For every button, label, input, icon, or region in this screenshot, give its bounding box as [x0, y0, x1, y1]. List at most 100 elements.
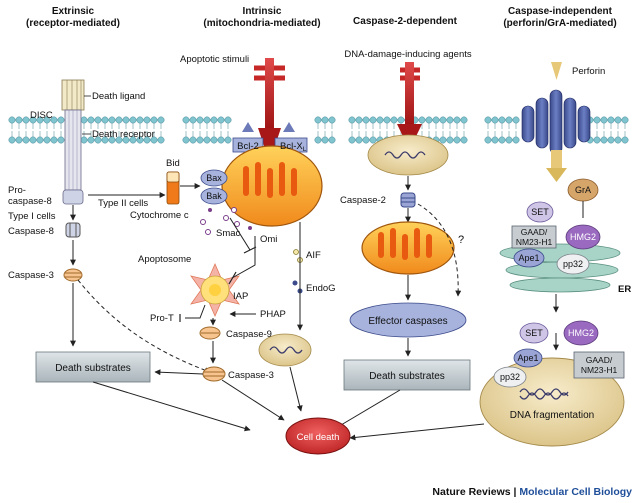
lipid-head	[600, 136, 608, 144]
caspase2-title: Caspase-2-dependent	[353, 16, 458, 27]
endog-label: EndoG	[306, 283, 336, 294]
lipid-head	[439, 116, 447, 124]
lipid-head	[484, 136, 492, 144]
bclx-label: Bcl-XL	[280, 141, 307, 153]
set-label-1: SET	[531, 207, 549, 217]
lipid-head	[122, 116, 130, 124]
lipid-head	[425, 116, 433, 124]
death-substrates-label-1: Death substrates	[55, 363, 131, 374]
cell-death-label: Cell death	[297, 432, 340, 443]
set-label-2: SET	[525, 328, 543, 338]
question-mark-label: ?	[458, 234, 464, 246]
lipid-head	[101, 116, 109, 124]
lipid-head	[129, 116, 137, 124]
disc-label: DISC	[30, 110, 53, 121]
lipid-head	[8, 136, 16, 144]
lipid-head	[369, 116, 377, 124]
bid-label: Bid	[166, 158, 180, 169]
bax-label: Bax	[206, 173, 222, 183]
gaad-label-1b: NM23-H1	[516, 237, 553, 247]
type1-cells-label: Type I cells	[8, 211, 56, 222]
lipid-head	[115, 116, 123, 124]
er-label: ER	[618, 284, 631, 295]
type2-cells-label: Type II cells	[98, 198, 148, 209]
cytochrome-c-label: Cytochrome c	[130, 210, 189, 221]
lipid-head	[369, 136, 377, 144]
lipid-head	[348, 136, 356, 144]
bak-label: Bak	[206, 191, 222, 201]
lipid-head	[196, 136, 204, 144]
lipid-head	[43, 136, 51, 144]
lipid-head	[512, 116, 520, 124]
plasma-membranes	[8, 116, 629, 144]
lipid-head	[210, 116, 218, 124]
lipid-head	[189, 116, 197, 124]
phap-label: PHAP	[260, 309, 286, 320]
dna-fragmentation-label: DNA fragmentation	[510, 410, 595, 421]
lipid-head	[150, 116, 158, 124]
procaspase8-label-1: Pro-	[8, 185, 26, 196]
caspase3-label-extrinsic: Caspase-3	[8, 270, 54, 281]
extrinsic-title: Extrinsic	[52, 6, 95, 17]
lipid-head	[328, 116, 336, 124]
death-receptor-label: Death receptor	[92, 129, 155, 140]
cell-death-node	[285, 417, 351, 455]
lipid-head	[22, 116, 30, 124]
lipid-head	[328, 136, 336, 144]
intrinsic-pathway	[154, 58, 323, 421]
lipid-head	[224, 116, 232, 124]
hmg2-label-1: HMG2	[570, 232, 596, 242]
death-ligand-label: Death ligand	[92, 91, 145, 102]
ape1-label-1: Ape1	[518, 253, 539, 263]
effector-caspases-label: Effector caspases	[368, 316, 447, 327]
lipid-head	[87, 116, 95, 124]
lipid-head	[29, 136, 37, 144]
lipid-head	[15, 116, 23, 124]
lipid-head	[607, 116, 615, 124]
lipid-head	[614, 136, 622, 144]
lipid-head	[80, 136, 88, 144]
caspase-independent-pathway	[349, 62, 625, 447]
apoptotic-stimuli-label: Apoptotic stimuli	[180, 54, 249, 65]
lipid-head	[108, 116, 116, 124]
independent-subtitle: (perforin/GrA-mediated)	[503, 18, 616, 29]
lipid-head	[621, 136, 629, 144]
pp32-label-1: pp32	[563, 259, 583, 269]
lipid-head	[593, 116, 601, 124]
lipid-head	[593, 136, 601, 144]
lipid-head	[217, 116, 225, 124]
gaad-label-2b: NM23-H1	[581, 365, 618, 375]
lipid-head	[498, 136, 506, 144]
lipid-head	[57, 136, 65, 144]
lipid-head	[397, 116, 405, 124]
intrinsic-title: Intrinsic	[243, 6, 282, 17]
lipid-head	[376, 116, 384, 124]
omi-label: Omi	[260, 234, 277, 245]
lipid-head	[224, 136, 232, 144]
caspase2-pathway	[335, 62, 471, 429]
lipid-head	[189, 136, 197, 144]
caspase3-label-intrinsic: Caspase-3	[228, 370, 274, 381]
lipid-head	[348, 116, 356, 124]
lipid-head	[182, 116, 190, 124]
procaspase8-label-2: caspase-8	[8, 196, 52, 207]
pp32-label-2: pp32	[500, 372, 520, 382]
ape1-label-2: Ape1	[517, 353, 538, 363]
independent-title: Caspase-independent	[508, 6, 613, 17]
lipid-head	[355, 116, 363, 124]
journal-footer: Nature Reviews | Molecular Cell Biology	[432, 486, 632, 498]
lipid-head	[50, 136, 58, 144]
caspase9-label: Caspase-9	[226, 329, 272, 340]
lipid-head	[355, 136, 363, 144]
lipid-head	[453, 116, 461, 124]
caspase8-label: Caspase-8	[8, 226, 54, 237]
lipid-head	[505, 116, 513, 124]
lipid-head	[157, 136, 165, 144]
perforin-label: Perforin	[572, 66, 605, 77]
lipid-head	[314, 116, 322, 124]
gra-label: GrA	[575, 185, 591, 195]
lipid-head	[512, 136, 520, 144]
extrinsic-pathway	[35, 79, 251, 432]
smac-label: Smac	[216, 228, 241, 239]
